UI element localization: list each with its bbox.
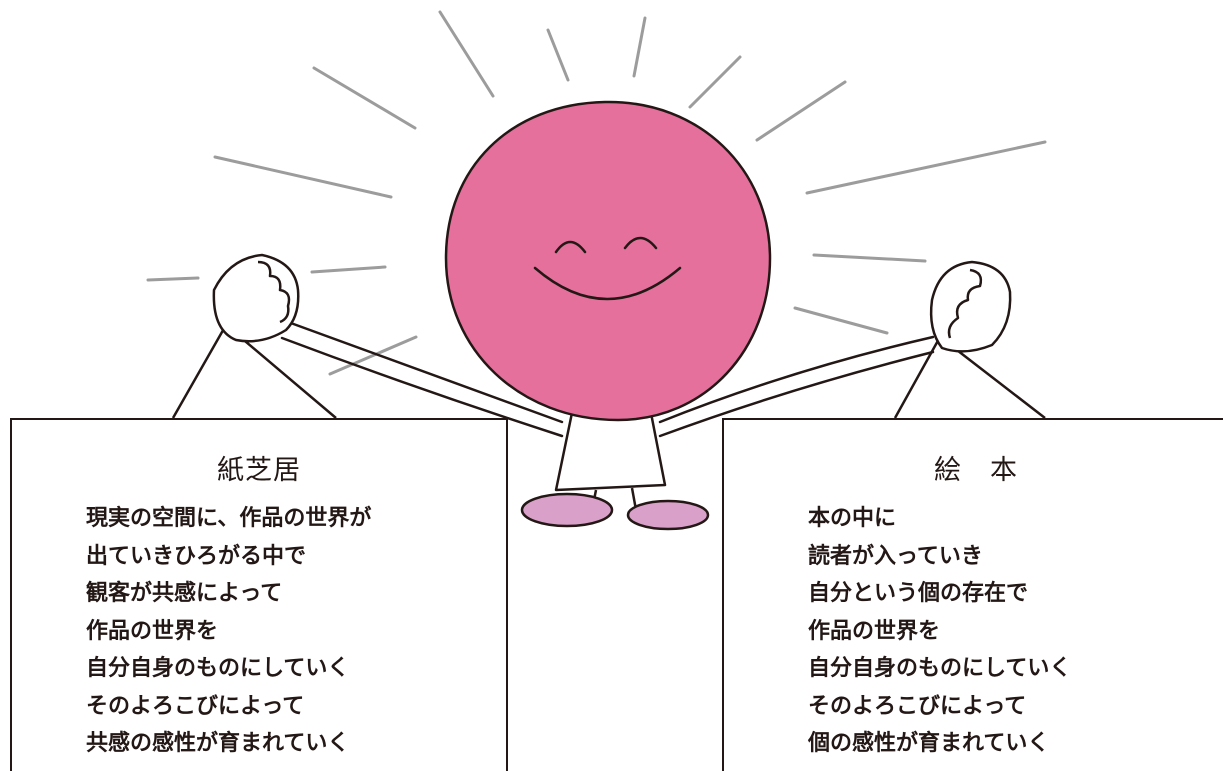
right-arm (658, 350, 935, 438)
sun-ray (310, 265, 387, 274)
text-line: 観客が共感によって (86, 581, 283, 606)
text-line: 現実の空間に、作品の世界が (86, 506, 372, 531)
sun-ray (632, 16, 647, 78)
text-line: 自分自身のものにしていく (808, 656, 1072, 681)
right-hand (893, 260, 1046, 419)
right-shoe (626, 499, 710, 531)
face (444, 100, 772, 422)
left-arm (286, 320, 564, 424)
sun-ray (213, 155, 393, 199)
sun-ray (546, 28, 570, 82)
sun-rays (146, 10, 1047, 376)
text-line: 読者が入っていき (808, 543, 983, 569)
sun-ray (312, 66, 417, 130)
kamishibai-text: 現実の空間に、作品の世界が 出ていきひろがる中で 観客が共感によって 作品の世界… (86, 500, 371, 763)
picture-book-panel: 絵 本 本の中に 読者が入っていき 自分という個の存在で 作品の世界を 自分自身… (722, 418, 1223, 771)
left-hand (171, 253, 337, 419)
arms (280, 320, 935, 438)
smile (533, 266, 682, 301)
picture-book-text: 本の中に 読者が入っていき 自分という個の存在で 作品の世界を 自分自身のものに… (808, 500, 1071, 763)
left-fist-fingers (257, 260, 291, 324)
sun-ray (146, 276, 200, 282)
text-line: そのよろこびによって (86, 693, 305, 719)
left-arm (280, 336, 564, 438)
picture-book-title: 絵 本 (934, 455, 1018, 486)
shoes (520, 492, 710, 531)
head (444, 100, 772, 422)
body (554, 406, 667, 511)
right-fist (929, 260, 1012, 353)
sun-ray (805, 140, 1047, 195)
sun-ray (793, 306, 889, 335)
text-line: 本の中に (808, 506, 897, 531)
kamishibai-title: 紙芝居 (217, 455, 301, 486)
text-line: 自分自身のものにしていく (86, 656, 350, 681)
text-line: 個の感性が育まれていく (808, 731, 1050, 756)
sun-ray (688, 55, 742, 109)
text-line: 共感の感性が育まれていく (86, 731, 350, 756)
sun-ray (438, 10, 495, 98)
kamishibai-panel: 紙芝居 現実の空間に、作品の世界が 出ていきひろがる中で 観客が共感によって 作… (10, 418, 508, 771)
sun-ray (755, 80, 847, 142)
right-fist-fingers (947, 268, 983, 339)
text-line: 自分という個の存在で (808, 581, 1029, 606)
sun-ray (812, 253, 927, 263)
left-eye (554, 240, 587, 254)
left-fist (212, 253, 300, 343)
right-arm (658, 335, 935, 424)
text-line: 作品の世界を (86, 618, 219, 644)
text-line: 出ていきひろがる中で (86, 543, 307, 569)
right-eye (623, 236, 658, 250)
text-line: そのよろこびによって (808, 693, 1027, 719)
left-shoe (520, 492, 614, 528)
text-line: 作品の世界を (808, 618, 941, 644)
sun-ray (328, 335, 418, 376)
